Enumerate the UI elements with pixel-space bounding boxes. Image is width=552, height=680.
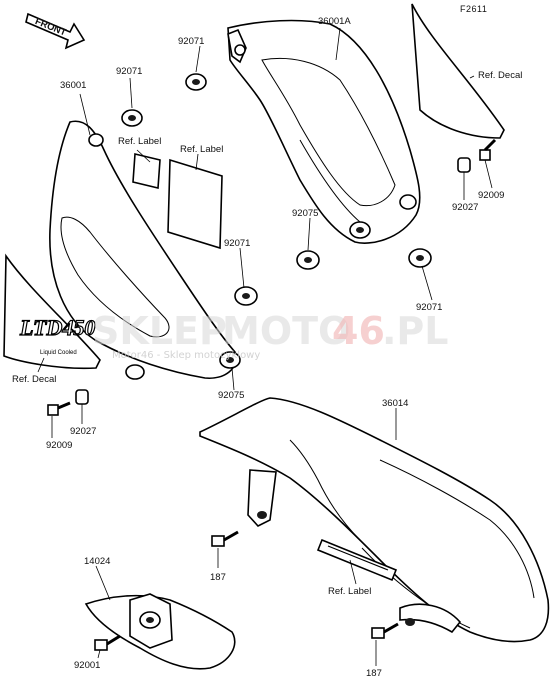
watermark-subtitle: Motor46 - Sklep motocyklowy xyxy=(112,350,260,361)
callout-92009-left: 92009 xyxy=(46,440,72,451)
callout-187-b: 187 xyxy=(366,668,382,679)
callout-92071-left: 92071 xyxy=(116,66,142,77)
callout-ref-decal-right: Ref. Decal xyxy=(478,70,522,81)
collar-92027-left xyxy=(75,389,89,405)
grommet-92075-mid xyxy=(296,250,320,270)
grommet-92071-mid xyxy=(234,286,258,306)
callout-92027-right: 92027 xyxy=(452,202,478,213)
watermark-part2: MOTO xyxy=(222,309,350,353)
ref-label-large-shape xyxy=(167,158,223,250)
callout-36014: 36014 xyxy=(382,398,408,409)
bolt-92009-left xyxy=(47,401,71,416)
bolt-187-b xyxy=(371,622,399,639)
callout-36001a: 36001A xyxy=(318,16,351,27)
bolt-92009-right xyxy=(479,138,497,161)
ref-decal-left-shape: LTD450 Liquid Cooled xyxy=(3,253,101,370)
callout-92071-top: 92071 xyxy=(178,36,204,47)
grommet-92071-left xyxy=(121,109,143,127)
side-cover-right xyxy=(227,19,421,244)
collar-92027-right xyxy=(457,157,471,173)
callout-187-a: 187 xyxy=(210,572,226,583)
watermark-part3: 46 xyxy=(332,309,385,353)
bolt-187-a xyxy=(211,530,239,547)
watermark: SKLEP MOTO 46 .PL Motor46 - Sklep motocy… xyxy=(92,309,449,361)
callout-92071-right: 92071 xyxy=(416,302,442,313)
bolt-92001 xyxy=(94,634,121,651)
watermark-part1: SKLEP xyxy=(92,309,227,353)
front-arrow-icon: FRONT xyxy=(25,12,86,50)
chain-guard-14024 xyxy=(84,593,236,670)
callout-92071-mid: 92071 xyxy=(224,238,250,249)
callout-92075-low: 92075 xyxy=(218,390,244,401)
callout-ref-label-1: Ref. Label xyxy=(118,136,161,147)
chain-cover xyxy=(199,397,550,643)
front-label: FRONT xyxy=(33,16,68,39)
callout-92001: 92001 xyxy=(74,660,100,671)
decal-small-text: Liquid Cooled xyxy=(40,350,77,356)
callout-92075-mid: 92075 xyxy=(292,208,318,219)
grommet-92071-right xyxy=(408,248,432,268)
ref-decal-right-shape xyxy=(411,3,505,139)
figure-code: F2611 xyxy=(460,4,487,14)
callout-ref-label-2: Ref. Label xyxy=(180,144,223,155)
grommet-92071-top xyxy=(185,73,207,91)
callout-14024: 14024 xyxy=(84,556,110,567)
callout-92027-left: 92027 xyxy=(70,426,96,437)
decal-text: LTD450 xyxy=(19,315,95,340)
callout-labels: 36001A 92071 36001 92071 Ref. Label Ref.… xyxy=(12,16,522,679)
ref-label-small-shape xyxy=(132,153,161,189)
callout-ref-decal-left: Ref. Decal xyxy=(12,374,56,385)
callout-36001: 36001 xyxy=(60,80,86,91)
side-cover-left xyxy=(49,120,237,380)
callout-92009-right: 92009 xyxy=(478,190,504,201)
grommet-92075-low xyxy=(219,351,241,369)
watermark-part4: .PL xyxy=(382,309,449,353)
callout-ref-label-3: Ref. Label xyxy=(328,586,371,597)
leader-lines xyxy=(37,27,493,666)
